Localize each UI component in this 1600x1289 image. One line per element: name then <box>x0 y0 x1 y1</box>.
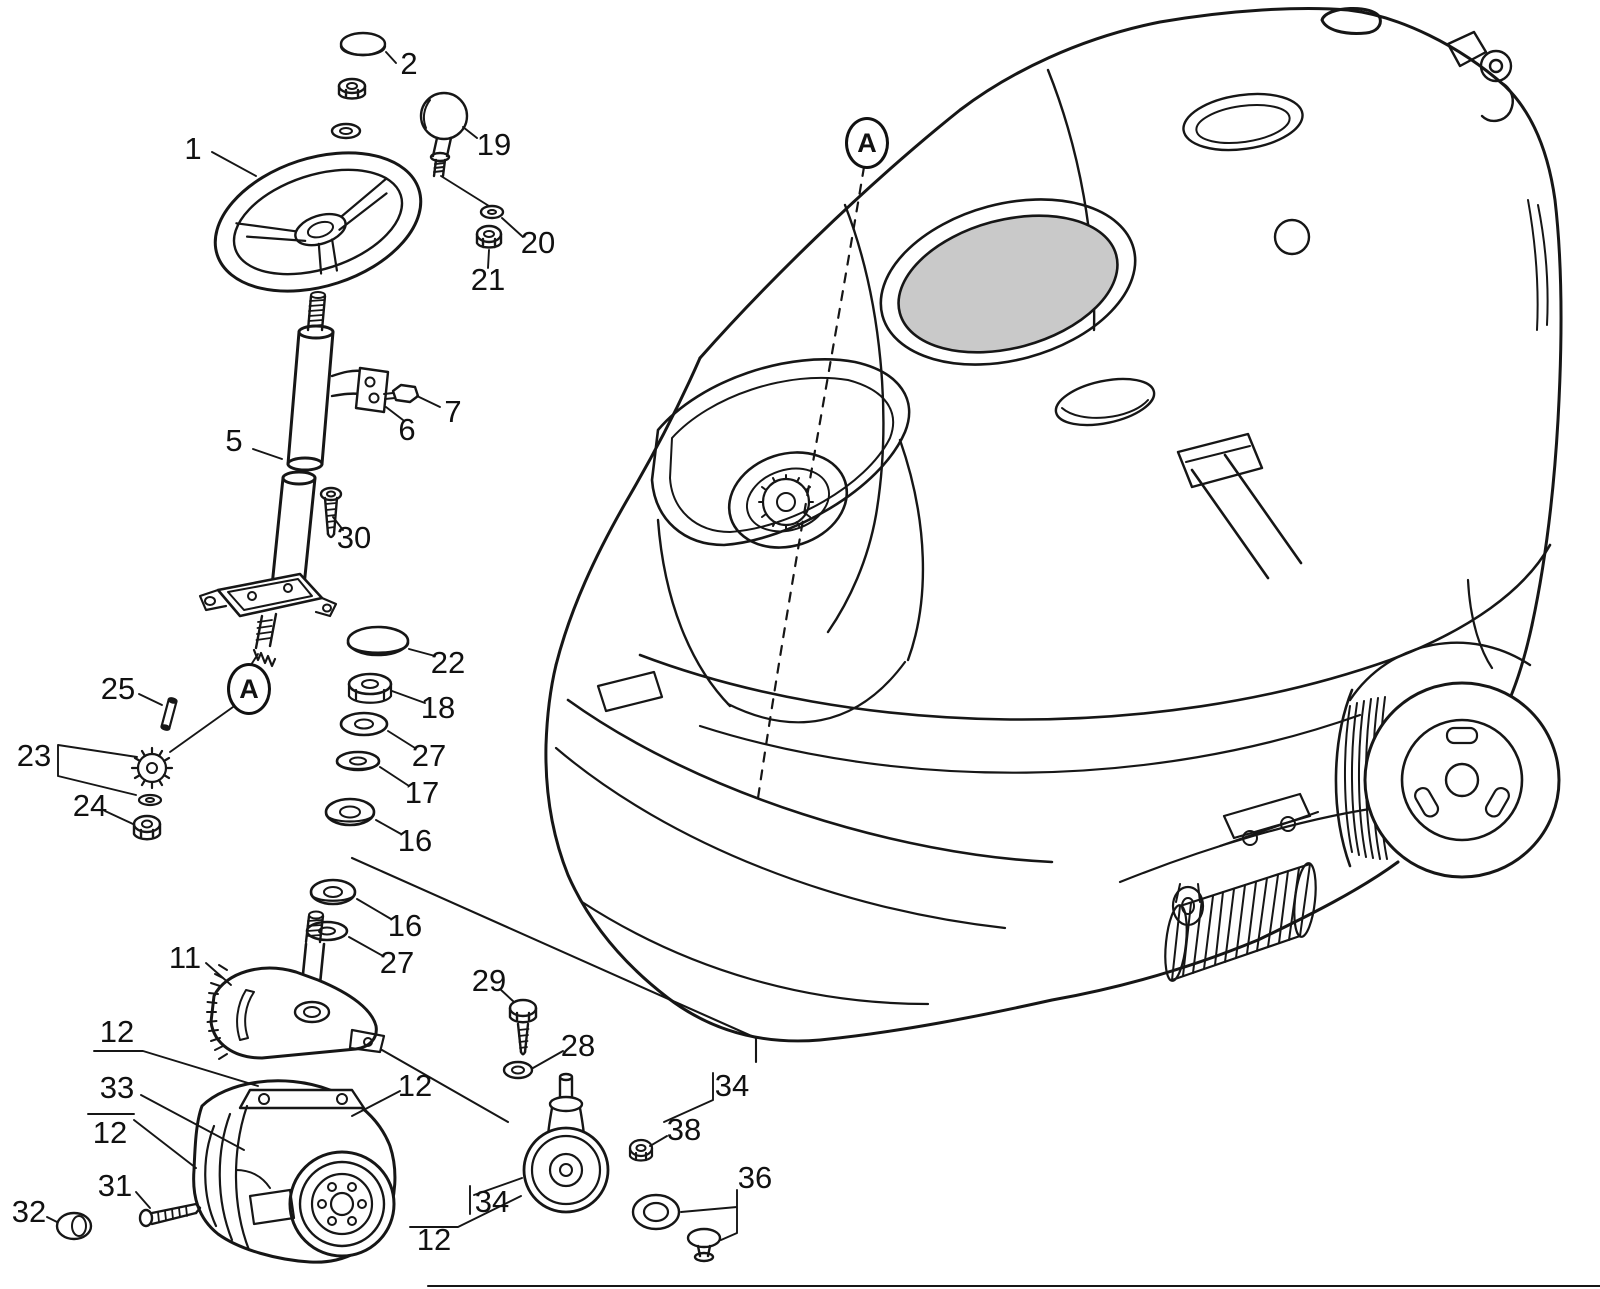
machine-tank-opening <box>879 92 1311 366</box>
bolt-part29-washer-part28 <box>502 998 538 1080</box>
drive-unit-part33 <box>192 1079 397 1264</box>
caster-part34 <box>522 1072 610 1214</box>
machine-deck-squeegee <box>554 670 1392 1006</box>
steering-column-part5 <box>270 291 335 588</box>
leader-lines <box>46 51 738 1241</box>
group-lines <box>350 856 1600 1288</box>
bearing-stack-22-18-27-17-16 <box>324 625 410 827</box>
bushing-cap-part36 <box>631 1193 722 1263</box>
washer20-nut21 <box>475 204 505 249</box>
screw-part31-cap-part32 <box>55 1202 202 1241</box>
gear-part23 <box>130 746 174 807</box>
machine-brush <box>1164 862 1317 982</box>
nut-part38 <box>628 1138 654 1162</box>
machine-console <box>650 358 925 724</box>
sector-plate-part11 <box>206 910 386 1060</box>
bracket-part6-bolt-part7 <box>330 366 420 414</box>
knob-part19 <box>419 91 469 178</box>
steering-wheel-part <box>213 151 423 293</box>
machine-rear-wheel <box>1334 641 1561 879</box>
ref-dashed-line <box>756 165 866 800</box>
column-base-plate <box>198 572 338 668</box>
screw-part30 <box>319 486 343 539</box>
cap-nut-washer-stack-part2 <box>330 31 387 140</box>
pin-part25 <box>160 697 178 731</box>
nut-part24 <box>132 814 162 841</box>
